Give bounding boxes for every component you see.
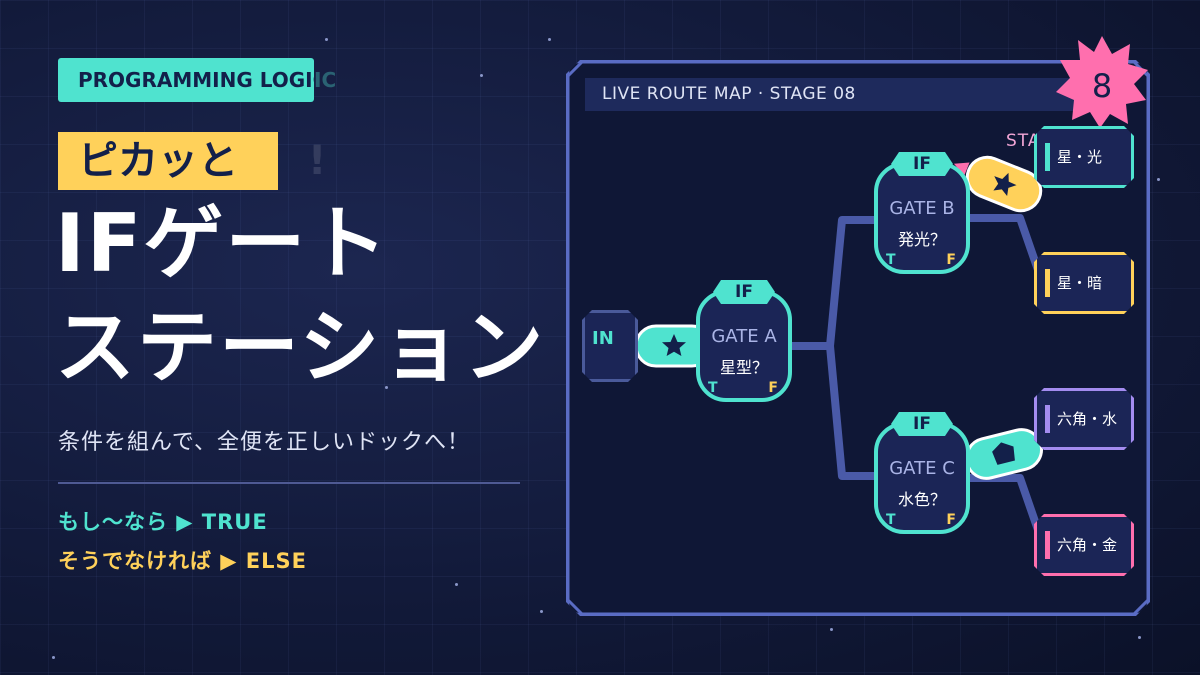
gate-c-name: GATE C bbox=[889, 458, 955, 479]
dock-label: 六角・金 bbox=[1057, 536, 1118, 554]
star-icon bbox=[993, 172, 1017, 197]
gate-a-if-tab: IF bbox=[713, 280, 775, 304]
dock-hex-gold[interactable]: 六角・金 bbox=[1034, 514, 1134, 576]
gate-b-true-port: T bbox=[886, 252, 896, 268]
title-line-1: IFゲート bbox=[55, 197, 390, 290]
subtitle-ghost: ! bbox=[308, 138, 327, 184]
stage-badge: 8 bbox=[1056, 36, 1148, 128]
background-star bbox=[1157, 178, 1160, 181]
dock-color-bar bbox=[1045, 405, 1050, 433]
gate-a[interactable]: IF GATE A 星型？ T F bbox=[696, 290, 792, 402]
gate-c[interactable]: IF GATE C 水色？ T F bbox=[874, 422, 970, 534]
token-gate-b bbox=[953, 155, 1043, 213]
dock-color-bar bbox=[1045, 143, 1050, 171]
dock-color-bar bbox=[1045, 269, 1050, 297]
gate-a-true-port: T bbox=[708, 380, 718, 396]
rule-true: もし〜なら ▶ TRUE bbox=[58, 510, 268, 534]
dock-hex-water[interactable]: 六角・水 bbox=[1034, 388, 1134, 450]
background-star bbox=[540, 610, 543, 613]
track-gate-b-to-dock-2 bbox=[964, 214, 1042, 274]
background-star bbox=[548, 38, 551, 41]
lead-text: 条件を組んで、全便を正しいドックへ！ bbox=[58, 430, 471, 455]
gate-b-question: 発光？ bbox=[897, 230, 946, 249]
title-line-2: ステーション bbox=[55, 301, 546, 394]
gate-a-false-port: F bbox=[768, 380, 778, 396]
track-gate-a-to-gate-c bbox=[826, 342, 884, 480]
star-icon bbox=[662, 334, 686, 356]
gate-c-false-port: F bbox=[946, 512, 956, 528]
background-star bbox=[480, 74, 483, 77]
route-map-header: LIVE ROUTE MAP · STAGE 08 bbox=[585, 78, 1075, 111]
gate-a-question: 星型？ bbox=[719, 358, 768, 377]
background-star bbox=[325, 38, 328, 41]
dock-label: 六角・水 bbox=[1057, 410, 1118, 428]
stage-badge-shape bbox=[1056, 36, 1148, 128]
dock-star-dark[interactable]: 星・暗 bbox=[1034, 252, 1134, 314]
token-pointer bbox=[953, 162, 970, 176]
dock-star-light[interactable]: 星・光 bbox=[1034, 126, 1134, 188]
hexagon-icon bbox=[992, 442, 1015, 465]
gate-b-if-tab: IF bbox=[891, 152, 953, 176]
divider bbox=[58, 482, 520, 484]
gate-c-true-port: T bbox=[886, 512, 896, 528]
background-star bbox=[1138, 636, 1141, 639]
track-gate-c-to-dock-4 bbox=[964, 474, 1042, 534]
background-star bbox=[830, 628, 833, 631]
rule-else: そうでなければ ▶ ELSE bbox=[58, 549, 307, 573]
gate-c-if-tab: IF bbox=[891, 412, 953, 436]
gate-a-name: GATE A bbox=[711, 326, 777, 347]
track-gate-a-to-gate-b bbox=[786, 216, 884, 350]
background-star bbox=[385, 386, 388, 389]
category-tag: PROGRAMMING LOGIC bbox=[58, 58, 314, 102]
stage-badge bbox=[1056, 36, 1148, 128]
background-star bbox=[52, 656, 55, 659]
gate-c-question: 水色？ bbox=[897, 490, 946, 509]
stage-number: 8 bbox=[1091, 67, 1113, 105]
gate-b-false-port: F bbox=[946, 252, 956, 268]
subtitle-banner: ピカッと bbox=[58, 132, 278, 190]
dock-color-bar bbox=[1045, 531, 1050, 559]
dock-label: 星・暗 bbox=[1057, 274, 1103, 292]
dock-label: 星・光 bbox=[1057, 148, 1103, 166]
gate-b-name: GATE B bbox=[889, 198, 955, 219]
gate-b[interactable]: IF GATE B 発光？ T F bbox=[874, 162, 970, 274]
input-node-label: IN bbox=[592, 328, 614, 349]
input-node bbox=[582, 310, 638, 382]
background-star bbox=[455, 583, 458, 586]
